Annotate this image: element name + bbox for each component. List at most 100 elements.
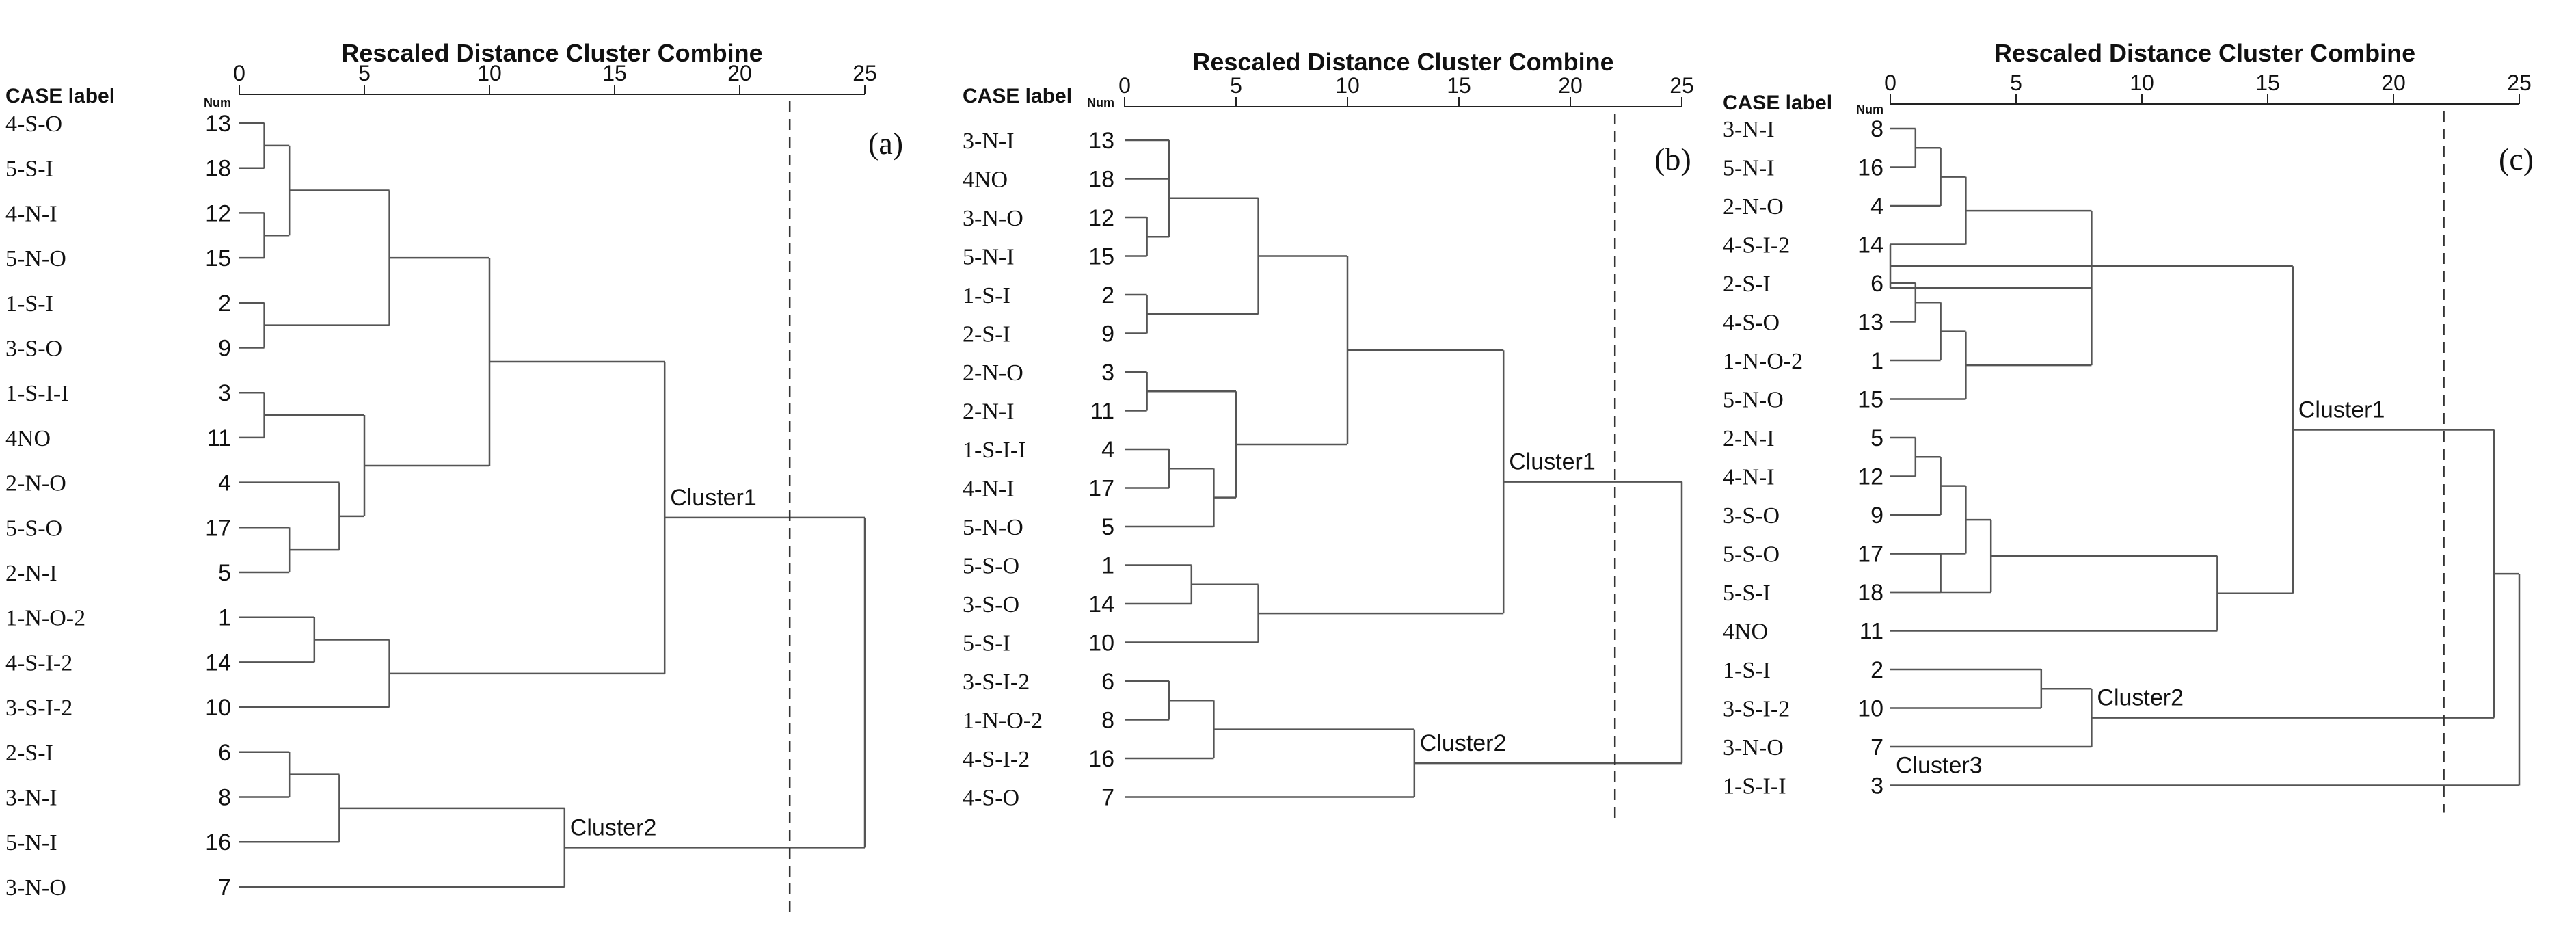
case-label: 4-S-I-2 bbox=[963, 747, 1030, 772]
case-num: 3 bbox=[218, 380, 231, 406]
num-header: Num bbox=[1087, 96, 1114, 109]
cluster-label: Cluster2 bbox=[570, 814, 657, 840]
case-label: 4-N-I bbox=[5, 201, 57, 226]
case-label: 5-N-O bbox=[5, 246, 66, 271]
case-num: 13 bbox=[1088, 128, 1114, 154]
axis-tick-label: 5 bbox=[2010, 70, 2022, 95]
case-label: 3-N-I bbox=[5, 786, 57, 811]
case-num: 12 bbox=[205, 200, 231, 226]
case-label: 1-N-O-2 bbox=[1723, 349, 1803, 374]
case-num: 6 bbox=[218, 740, 231, 766]
case-num: 13 bbox=[205, 111, 231, 137]
case-label: 3-S-I-2 bbox=[963, 669, 1030, 695]
case-label: 2-S-I bbox=[1723, 271, 1771, 297]
case-label: 4-N-I bbox=[963, 477, 1015, 502]
panel-b: Rescaled Distance Cluster Combine 0 5 10 15 2… bbox=[963, 48, 1694, 825]
case-num: 7 bbox=[1101, 785, 1114, 811]
case-label-header: CASE label bbox=[963, 85, 1072, 107]
case-label: 3-S-I-2 bbox=[5, 695, 72, 721]
case-num: 9 bbox=[1870, 503, 1883, 529]
case-num: 9 bbox=[1101, 321, 1114, 347]
case-label: 5-S-I bbox=[963, 631, 1010, 656]
case-label: 5-S-O bbox=[1723, 542, 1780, 568]
axis-tick-label: 10 bbox=[1335, 73, 1360, 98]
case-label: 1-S-I-I bbox=[1723, 774, 1786, 799]
case-num: 13 bbox=[1857, 310, 1883, 336]
case-num: 2 bbox=[1870, 657, 1883, 683]
num-header: Num bbox=[1856, 103, 1883, 116]
axis-tick-label: 5 bbox=[358, 61, 371, 85]
cluster-label: Cluster3 bbox=[1896, 753, 1983, 779]
case-label: 4-S-O bbox=[1723, 310, 1780, 336]
case-num: 16 bbox=[1088, 746, 1114, 772]
case-num: 12 bbox=[1088, 205, 1114, 231]
axis-tick-label: 25 bbox=[853, 61, 877, 85]
panel-title: Rescaled Distance Cluster Combine bbox=[341, 39, 762, 67]
case-label: 2-N-O bbox=[1723, 194, 1784, 220]
case-num: 10 bbox=[1857, 696, 1883, 722]
case-label: 1-S-I bbox=[5, 291, 53, 317]
case-num: 7 bbox=[218, 875, 231, 901]
case-num: 16 bbox=[1857, 155, 1883, 181]
case-num: 11 bbox=[207, 425, 231, 451]
case-label: 5-N-O bbox=[1723, 388, 1784, 413]
case-num: 17 bbox=[205, 515, 231, 541]
case-label: 5-N-I bbox=[963, 245, 1015, 270]
axis-tick-label: 25 bbox=[1669, 73, 1694, 98]
case-label: 3-N-I bbox=[1723, 117, 1775, 142]
case-num: 5 bbox=[218, 560, 231, 586]
case-label: 1-S-I bbox=[963, 283, 1010, 308]
axis-tick-label: 20 bbox=[727, 61, 752, 85]
case-label: 4-N-I bbox=[1723, 465, 1775, 490]
axis-tick-label: 15 bbox=[1447, 73, 1471, 98]
case-num: 5 bbox=[1101, 514, 1114, 540]
case-num: 12 bbox=[1857, 464, 1883, 490]
cluster-label: Cluster1 bbox=[2298, 397, 2385, 423]
axis-tick-label: 15 bbox=[602, 61, 627, 85]
case-num: 14 bbox=[1088, 592, 1114, 617]
axis-tick-label: 20 bbox=[2381, 70, 2406, 95]
case-num: 11 bbox=[1090, 399, 1114, 425]
case-num: 10 bbox=[205, 695, 231, 721]
case-num: 4 bbox=[218, 470, 231, 496]
axis-tick-label: 10 bbox=[477, 61, 502, 85]
case-num: 15 bbox=[205, 245, 231, 271]
axis-tick-label: 15 bbox=[2255, 70, 2280, 95]
axis-tick-label: 0 bbox=[1884, 70, 1896, 95]
case-num: 7 bbox=[1870, 734, 1883, 760]
axis-tick-label: 0 bbox=[1118, 73, 1131, 98]
case-label: 3-S-I-2 bbox=[1723, 697, 1790, 722]
num-header: Num bbox=[204, 96, 231, 109]
panel-title: Rescaled Distance Cluster Combine bbox=[1192, 48, 1613, 76]
case-label: 3-S-O bbox=[963, 592, 1019, 617]
case-num: 6 bbox=[1101, 669, 1114, 695]
case-num: 3 bbox=[1870, 773, 1883, 799]
axis-tick-label: 10 bbox=[2130, 70, 2154, 95]
case-num: 17 bbox=[1857, 542, 1883, 568]
case-label: 2-S-I bbox=[5, 741, 53, 766]
case-label: 4NO bbox=[1723, 620, 1768, 645]
case-num: 14 bbox=[1857, 232, 1883, 258]
case-label-header: CASE label bbox=[1723, 92, 1832, 114]
case-label: 4NO bbox=[963, 168, 1008, 193]
case-label: 2-N-I bbox=[5, 561, 57, 586]
case-label: 1-S-I bbox=[1723, 658, 1771, 683]
case-num: 16 bbox=[205, 829, 231, 855]
case-num: 15 bbox=[1857, 387, 1883, 413]
case-label: 1-S-I-I bbox=[963, 438, 1026, 463]
case-label: 4-S-O bbox=[5, 111, 62, 137]
case-label: 3-N-O bbox=[5, 875, 66, 901]
case-label: 5-N-O bbox=[963, 515, 1023, 540]
case-label: 3-N-O bbox=[1723, 735, 1784, 760]
cluster-label: Cluster2 bbox=[2097, 685, 2184, 711]
case-num: 1 bbox=[1870, 348, 1883, 374]
case-num: 8 bbox=[1870, 116, 1883, 142]
case-label: 3-N-O bbox=[963, 206, 1023, 231]
case-num: 10 bbox=[1088, 630, 1114, 656]
case-label: 1-S-I-I bbox=[5, 381, 69, 406]
case-num: 8 bbox=[1101, 708, 1114, 734]
case-label: 2-N-O bbox=[5, 471, 66, 496]
case-label: 5-N-I bbox=[1723, 156, 1775, 181]
